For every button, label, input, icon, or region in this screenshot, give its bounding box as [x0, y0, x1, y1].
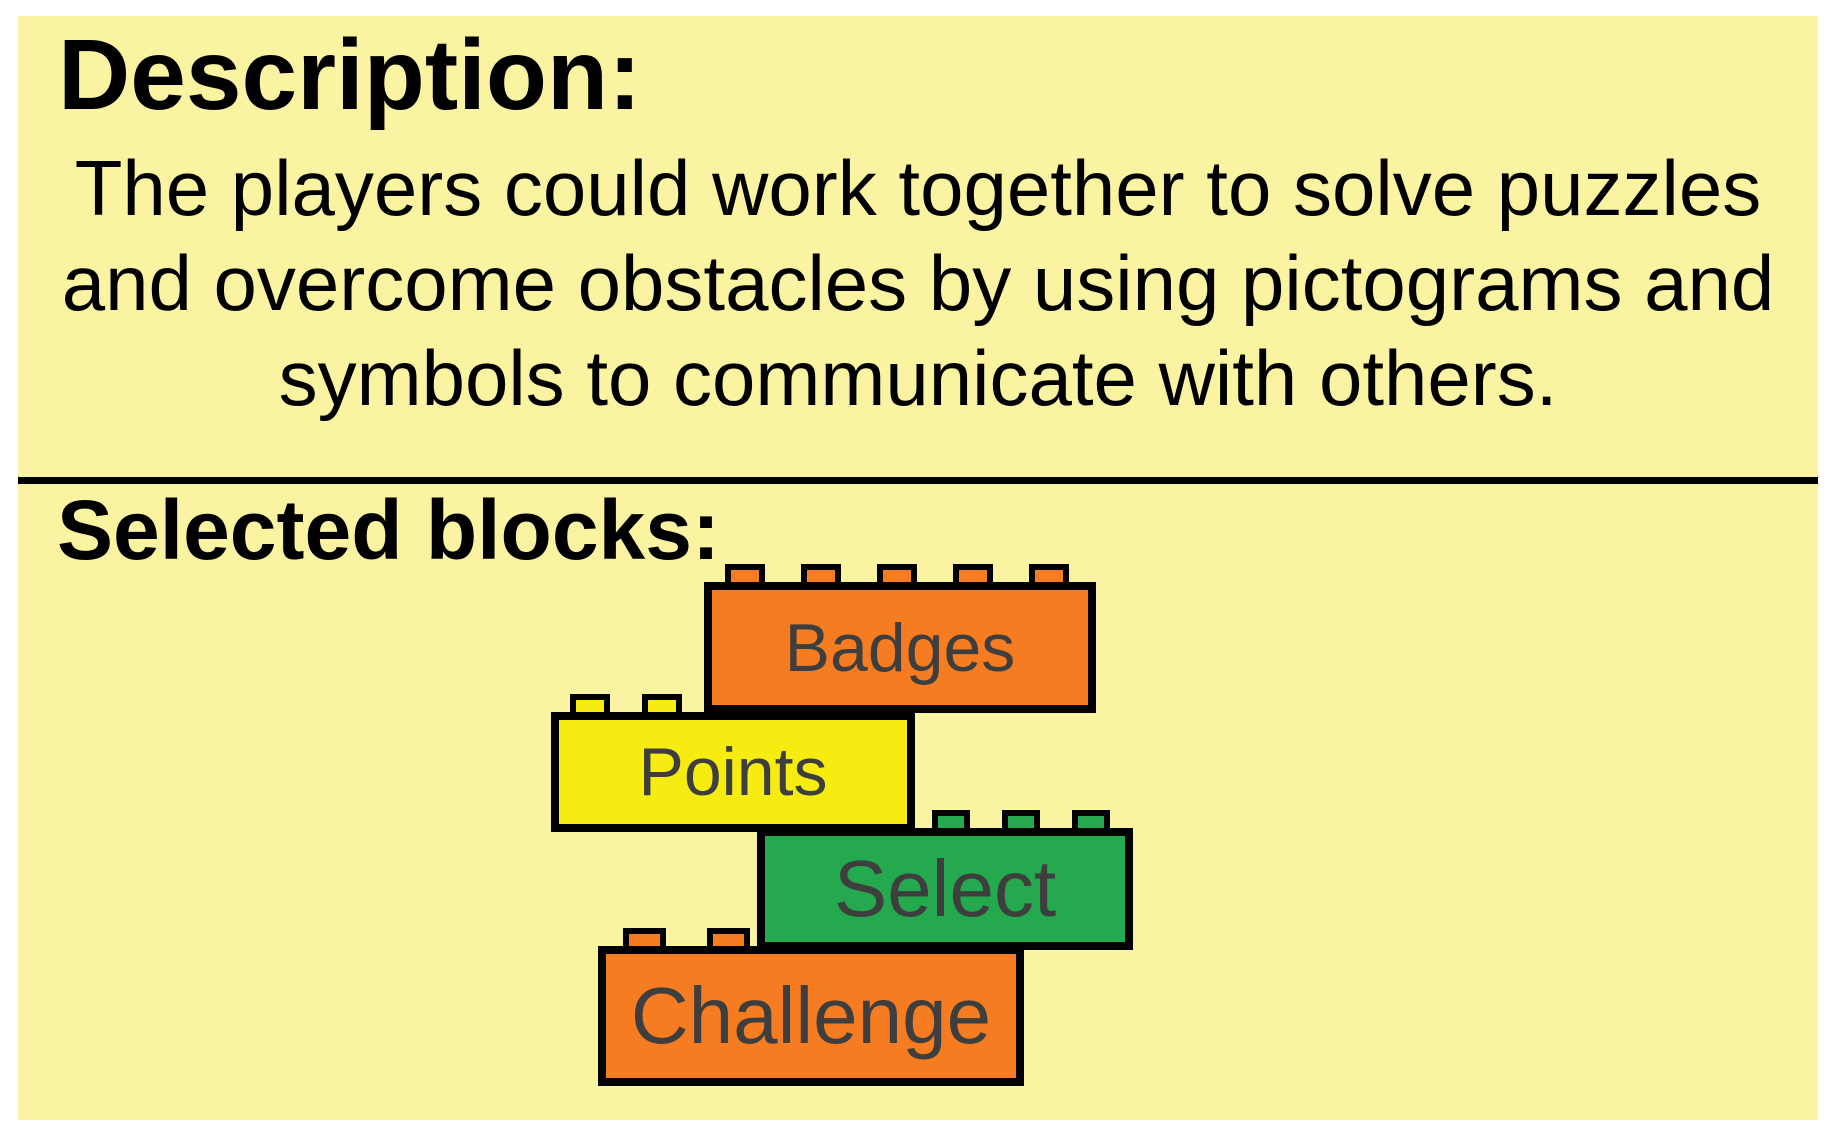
description-panel: Description: The players could work toge…	[18, 16, 1818, 1120]
description-heading: Description:	[58, 19, 642, 131]
lego-block-label: Points	[638, 734, 828, 810]
stud	[1002, 810, 1040, 828]
stud	[570, 694, 610, 712]
lego-block-badges[interactable]: Badges	[704, 564, 1096, 713]
lego-block-label: Badges	[784, 609, 1016, 686]
brick-studs	[725, 564, 1069, 582]
section-divider	[18, 477, 1818, 484]
stud	[707, 928, 750, 946]
stud	[1072, 810, 1110, 828]
lego-block-label: Select	[833, 844, 1057, 933]
selected-blocks-heading: Selected blocks:	[57, 483, 720, 577]
lego-block-select[interactable]: Select	[757, 810, 1133, 950]
description-line: and overcome obstacles by using pictogra…	[61, 239, 1775, 327]
lego-block-challenge[interactable]: Challenge	[598, 928, 1024, 1086]
stud	[953, 564, 993, 582]
stud	[1029, 564, 1069, 582]
lego-block-points[interactable]: Points	[551, 694, 915, 832]
description-line: symbols to communicate with others.	[278, 334, 1558, 422]
lego-block-label: Challenge	[630, 971, 992, 1060]
stud	[877, 564, 917, 582]
stud	[642, 694, 682, 712]
description-line: The players could work together to solve…	[74, 144, 1762, 232]
stud	[801, 564, 841, 582]
stud	[623, 928, 666, 946]
description-text: The players could work together to solve…	[18, 141, 1818, 426]
stud	[725, 564, 765, 582]
stud	[932, 810, 970, 828]
